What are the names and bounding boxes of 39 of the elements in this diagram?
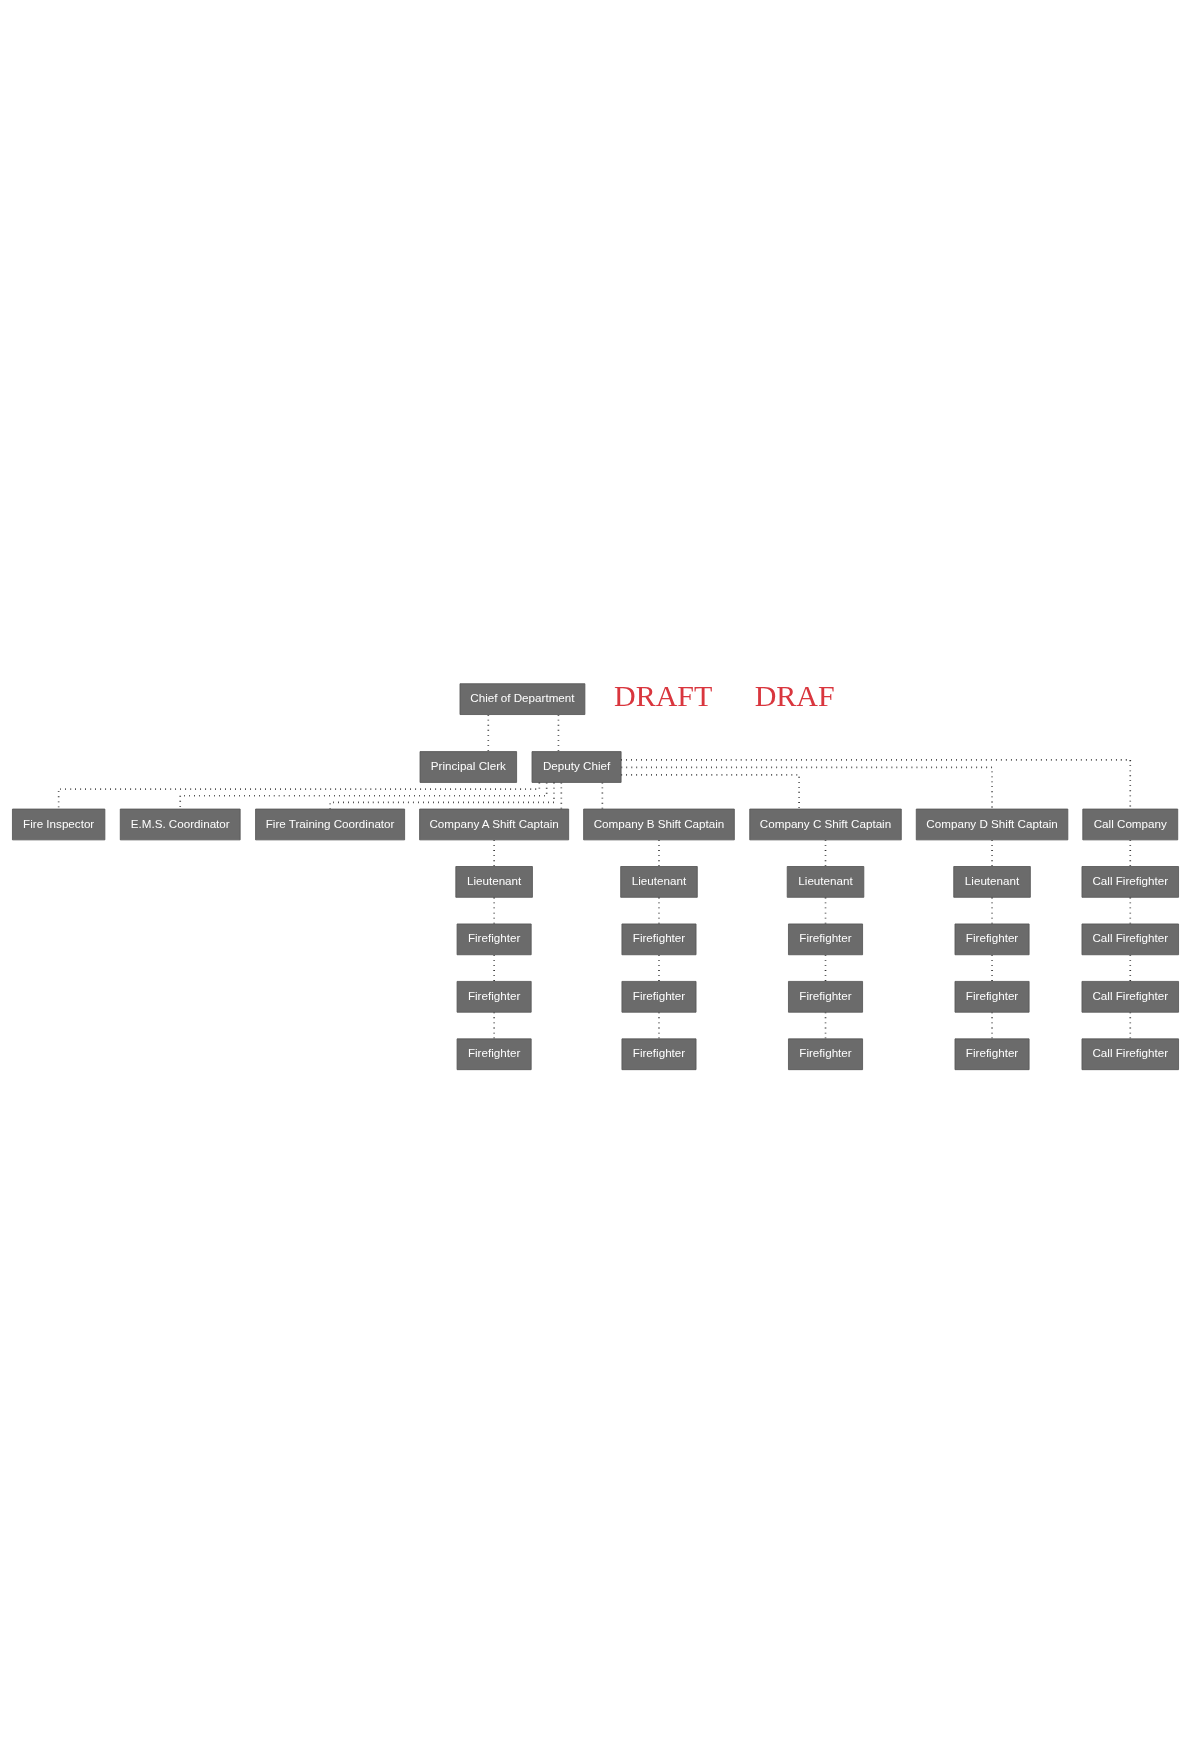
- node-box: Chief of Department: [459, 682, 586, 715]
- node-box: Firefighter: [621, 1037, 697, 1070]
- node-box: Firefighter: [456, 923, 532, 955]
- node-box: Call Company: [1082, 808, 1179, 840]
- node-box: Lieutenant: [786, 865, 865, 898]
- connector: [620, 766, 993, 810]
- connector: [487, 713, 490, 752]
- node-box: Firefighter: [954, 980, 1030, 1013]
- label: DRAFT: [614, 678, 713, 712]
- connector: [620, 758, 1132, 810]
- node-box: Firefighter: [954, 1037, 1030, 1070]
- node-box: Company B Shift Captain: [583, 808, 735, 840]
- node-box: Principal Clerk: [419, 750, 518, 783]
- node-box: Deputy Chief: [531, 750, 622, 783]
- node-box: Firefighter: [954, 923, 1030, 955]
- node-box: Firefighter: [788, 1037, 863, 1070]
- node-box: Fire Inspector: [12, 808, 106, 840]
- label: DRAF: [754, 678, 835, 712]
- connector: [620, 773, 800, 810]
- node-box: Lieutenant: [455, 865, 533, 898]
- node-box: Firefighter: [456, 980, 532, 1013]
- node-box: Fire Training Coordinator: [255, 808, 406, 840]
- node-box: Firefighter: [788, 980, 863, 1013]
- node-box: Call Firefighter: [1081, 980, 1179, 1013]
- node-box: Company A Shift Captain: [419, 808, 570, 840]
- node-box: Call Firefighter: [1081, 923, 1179, 955]
- node-box: E.M.S. Coordinator: [119, 808, 241, 840]
- node-box: Call Firefighter: [1081, 865, 1179, 898]
- connector: [557, 713, 560, 752]
- node-box: Call Firefighter: [1081, 1037, 1179, 1070]
- node-box: Firefighter: [456, 1037, 532, 1070]
- node-box: Firefighter: [621, 923, 697, 955]
- node-box: Firefighter: [788, 923, 863, 955]
- connector: [179, 781, 548, 810]
- node-box: Lieutenant: [953, 865, 1031, 898]
- node-box: Company D Shift Captain: [915, 808, 1069, 840]
- node-box: Lieutenant: [620, 865, 698, 898]
- node-box: Company C Shift Captain: [749, 808, 902, 840]
- node-box: Firefighter: [621, 980, 697, 1013]
